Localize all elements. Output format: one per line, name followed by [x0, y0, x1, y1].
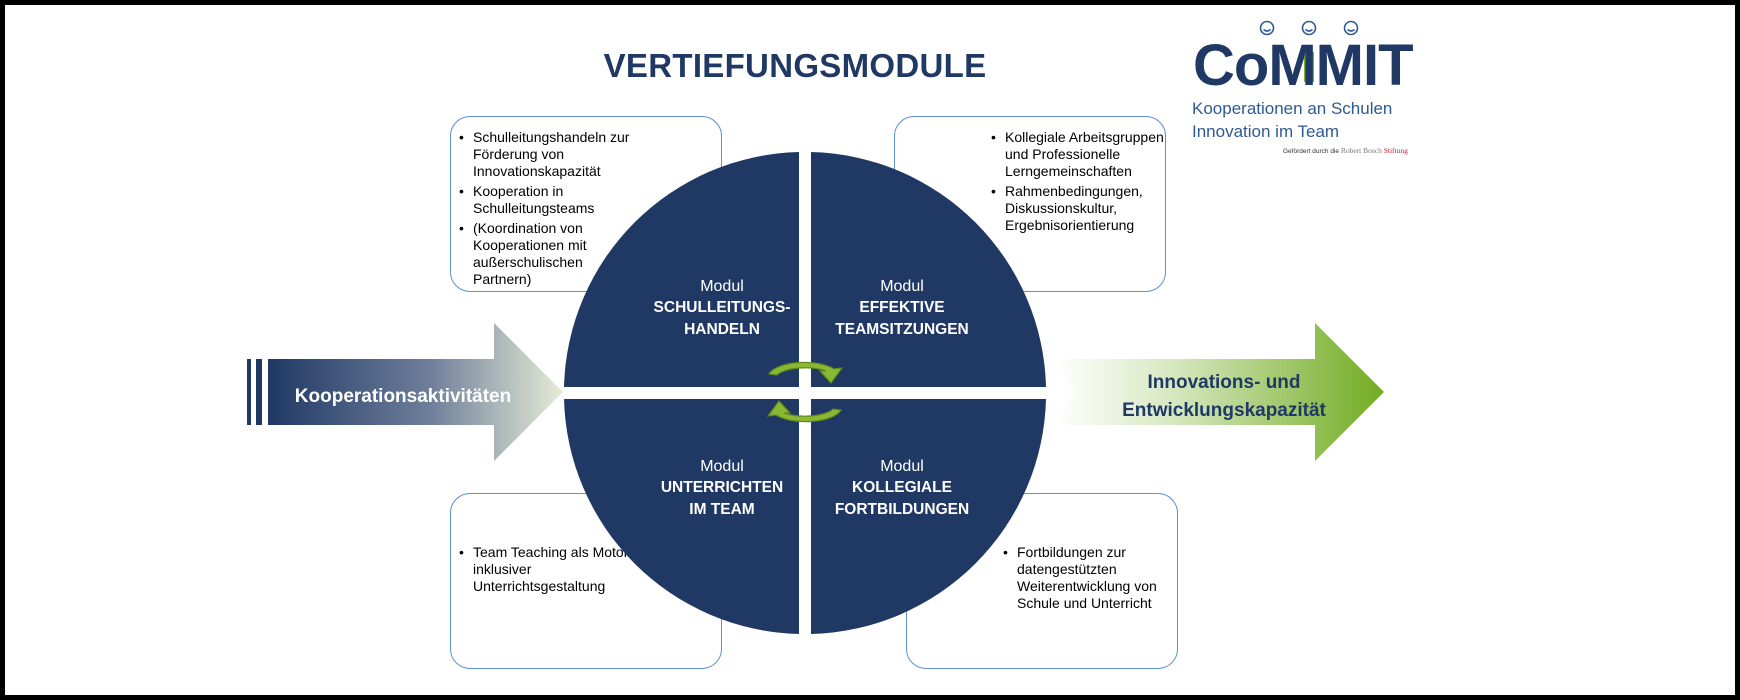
quadrant-top-left-name1: SCHULLEITUNGS-: [654, 299, 791, 316]
arrow-stripe: [247, 359, 251, 425]
cycle-arrows-icon: [766, 361, 844, 423]
quadrant-top-right-name2: TEAMSITZUNGEN: [835, 321, 968, 338]
quadrant-top-right-modul: Modul: [880, 278, 924, 295]
input-arrow: [247, 323, 563, 461]
logo-wordmark: CoMMIT: [1193, 33, 1414, 98]
quadrant-top-left-name2: HANDELN: [684, 321, 760, 338]
quadrant-bottom-left-name1: UNTERRICHTEN: [661, 479, 783, 496]
list-item: Kollegiale Arbeitsgruppen und Profession…: [987, 129, 1165, 180]
input-arrow-label: Kooperationsaktivitäten: [295, 386, 511, 407]
output-arrow-label-line1: Innovations- und: [1147, 372, 1300, 393]
output-arrow: [1055, 323, 1384, 461]
module-circle: [564, 152, 1046, 634]
logo-faces-icon: [1259, 20, 1359, 82]
quadrant-bottom-right-name1: KOLLEGIALE: [852, 479, 952, 496]
output-arrow-label-line2: Entwicklungskapazität: [1122, 400, 1326, 421]
arrow-body-right: [1055, 323, 1384, 461]
list-item: Rahmenbedingungen, Diskussionskultur, Er…: [987, 183, 1165, 234]
logo-subtitle-line2: Innovation im Team: [1192, 122, 1340, 141]
quadrant-bottom-right: [811, 399, 1046, 634]
quadrant-bottom-right-modul: Modul: [880, 458, 924, 475]
box-top-left-list: Schulleitungshandeln zur Förderung von I…: [455, 129, 630, 291]
list-item: Kooperation in Schulleitungsteams: [455, 183, 630, 217]
logo-subtitle: Kooperationen an Schulen Innovation im T…: [1192, 97, 1392, 143]
logo-subtitle-line1: Kooperationen an Schulen: [1192, 99, 1393, 118]
module-graphic: Kooperationsaktivitäten Innovations- und…: [247, 152, 1384, 634]
list-item: (Koordination von Kooperationen mit auße…: [455, 220, 630, 288]
quadrant-bottom-left-name2: IM TEAM: [689, 501, 754, 518]
arrow-stripe: [256, 359, 262, 425]
quadrant-bottom-right-name2: FORTBILDUNGEN: [835, 501, 969, 518]
quadrant-top-left-modul: Modul: [700, 278, 744, 295]
arrow-body-left: [268, 323, 563, 461]
quadrant-labels: Modul SCHULLEITUNGS- HANDELN Modul EFFEK…: [654, 278, 970, 518]
funding-note: Gefördert durch die Robert Bosch Stiftun…: [1283, 146, 1408, 155]
box-top-right-list: Kollegiale Arbeitsgruppen und Profession…: [987, 129, 1165, 237]
quadrant-top-right: [811, 152, 1046, 387]
quadrant-bottom-left: [564, 399, 799, 634]
page-title: VERTIEFUNGSMODULE: [603, 47, 987, 84]
list-item: Schulleitungshandeln zur Förderung von I…: [455, 129, 630, 180]
quadrant-top-left: [564, 152, 799, 387]
list-item: Fortbildungen zur datengestützten Weiter…: [999, 544, 1177, 612]
box-bottom-right-list: Fortbildungen zur datengestützten Weiter…: [999, 544, 1177, 615]
diagram-canvas: VERTIEFUNGSMODULE CoMMIT Kooperationen a…: [5, 5, 1735, 695]
box-bottom-left-list: Team Teaching als Motor inklusiver Unter…: [455, 544, 630, 598]
quadrant-top-right-name1: EFFEKTIVE: [859, 299, 944, 316]
list-item: Team Teaching als Motor inklusiver Unter…: [455, 544, 630, 595]
quadrant-bottom-left-modul: Modul: [700, 458, 744, 475]
